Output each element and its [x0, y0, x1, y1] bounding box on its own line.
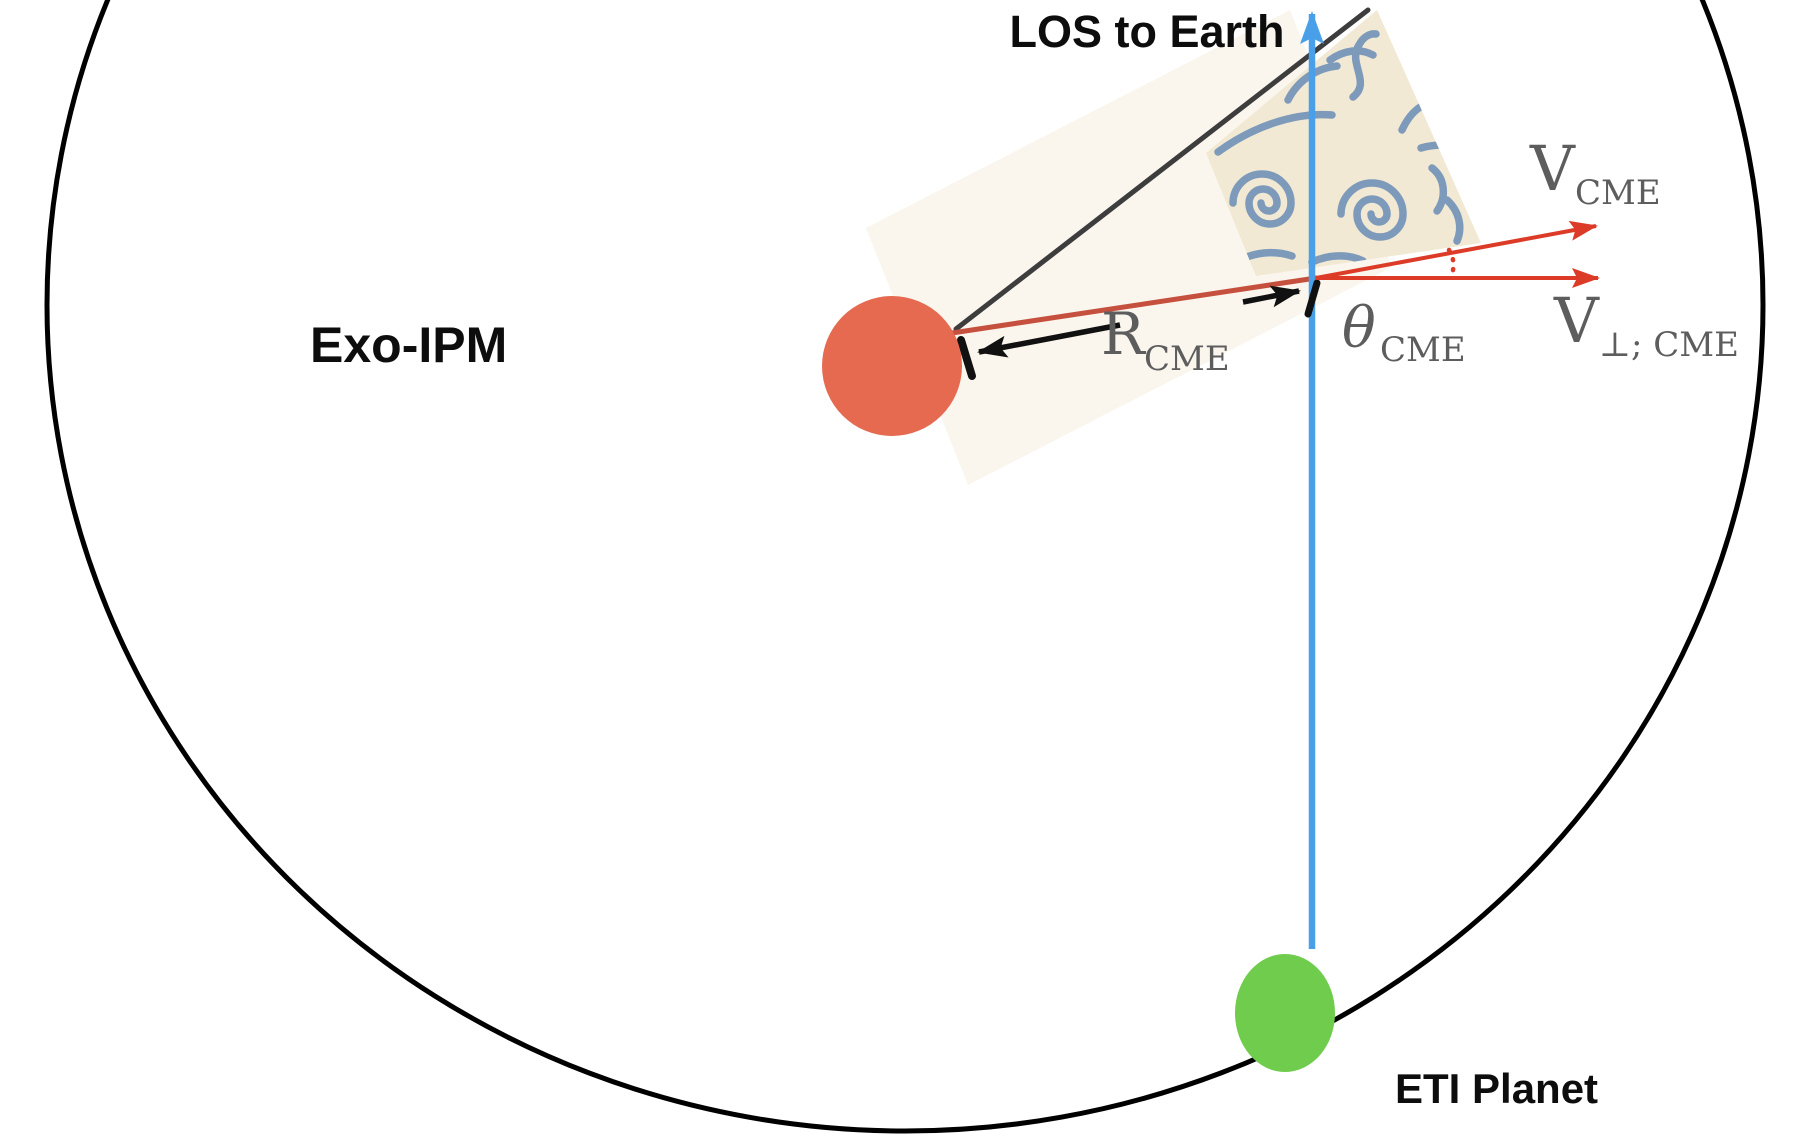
los-to-earth-label: LOS to Earth	[1009, 6, 1284, 57]
vperp-label-sub: ⊥; CME	[1599, 325, 1739, 365]
vperp-cme-label: V ⊥; CME	[1553, 284, 1739, 365]
vcme-arrow	[1315, 220, 1598, 280]
vcme-label-sub: CME	[1575, 173, 1661, 213]
radial-line	[949, 275, 1319, 336]
rcme-tick-star	[957, 336, 976, 380]
rcme-tick-los	[1304, 279, 1321, 318]
rcme-label-sub: CME	[1144, 339, 1230, 379]
star	[822, 296, 962, 436]
eti-planet	[1235, 954, 1335, 1072]
rcme-label: R CME	[1101, 300, 1230, 379]
vperp-label-main: V	[1553, 284, 1600, 357]
exo-ipm-label: Exo-IPM	[310, 317, 507, 373]
vcme-label-main: V	[1529, 132, 1576, 205]
angle-arc-dotted	[1446, 247, 1456, 280]
eti-planet-label: ETI Planet	[1395, 1065, 1598, 1112]
theta-cme-label: θ CME	[1342, 296, 1466, 370]
orbit-circle	[44, 0, 1766, 1134]
vcme-label: V CME	[1529, 132, 1661, 213]
theta-label-sub: CME	[1380, 330, 1466, 370]
los-boundary-line	[953, 7, 1371, 332]
rcme-arrow-right	[1242, 285, 1301, 308]
rcme-label-main: R	[1101, 300, 1147, 368]
theta-label-main: θ	[1342, 296, 1376, 361]
rcme-arrow-left	[977, 322, 1121, 358]
